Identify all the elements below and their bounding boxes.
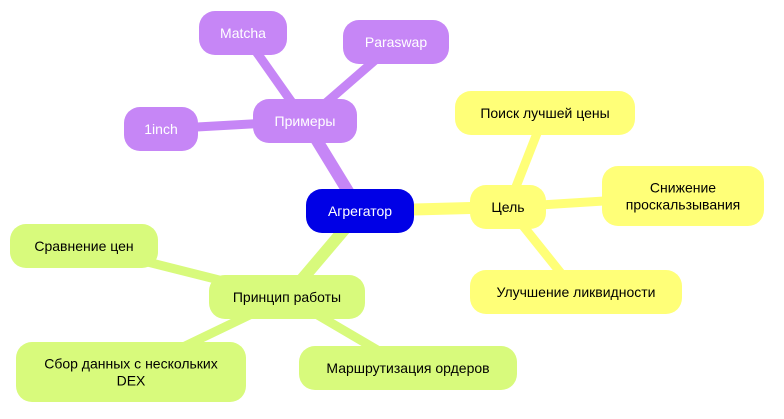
branch-node-цель-box [470, 185, 546, 229]
node-сравнение-цен[interactable]: Сравнение цен [10, 224, 158, 268]
root-node-box [306, 189, 414, 233]
node-paraswap-box [343, 20, 449, 64]
node-поиск-лучшей-цены[interactable]: Поиск лучшей цены [455, 91, 635, 135]
node-сбор-данных-с-нескольких-dex-box [16, 342, 246, 402]
node-paraswap[interactable]: Paraswap [343, 20, 449, 64]
node-paraswap-label: Paraswap [365, 34, 427, 50]
node-улучшение-ликвидности-label: Улучшение ликвидности [497, 284, 656, 300]
root-node[interactable]: Агрегатор [306, 189, 414, 233]
branch-node-принцип-работы-label: Принцип работы [233, 289, 341, 305]
branch-node-цель[interactable]: Цель [470, 185, 546, 229]
node-1inch[interactable]: 1inch [124, 107, 198, 151]
branch-node-примеры-label: Примеры [275, 113, 336, 129]
node-поиск-лучшей-цены-box [455, 91, 635, 135]
root-node-label: Агрегатор [328, 203, 392, 219]
node-matcha-box [199, 11, 287, 55]
node-улучшение-ликвидности-box [470, 270, 682, 314]
branch-node-принцип-работы-box [209, 275, 365, 319]
node-снижение-проскальзывания-box [602, 166, 764, 226]
node-поиск-лучшей-цены-label: Поиск лучшей цены [480, 105, 609, 121]
node-маршрутизация-ордеров-label: Маршрутизация ордеров [326, 360, 489, 376]
node-сравнение-цен-label: Сравнение цен [34, 238, 133, 254]
branch-node-принцип-работы[interactable]: Принцип работы [209, 275, 365, 319]
branch-node-примеры[interactable]: Примеры [253, 99, 357, 143]
branch-node-цель-label: Цель [491, 199, 524, 215]
node-matcha-label: Matcha [220, 25, 266, 41]
node-маршрутизация-ордеров[interactable]: Маршрутизация ордеров [299, 346, 517, 390]
node-1inch-box [124, 107, 198, 151]
branch-node-примеры-box [253, 99, 357, 143]
node-улучшение-ликвидности[interactable]: Улучшение ликвидности [470, 270, 682, 314]
node-1inch-label: 1inch [144, 121, 177, 137]
node-маршрутизация-ордеров-box [299, 346, 517, 390]
node-matcha[interactable]: Matcha [199, 11, 287, 55]
node-сравнение-цен-box [10, 224, 158, 268]
